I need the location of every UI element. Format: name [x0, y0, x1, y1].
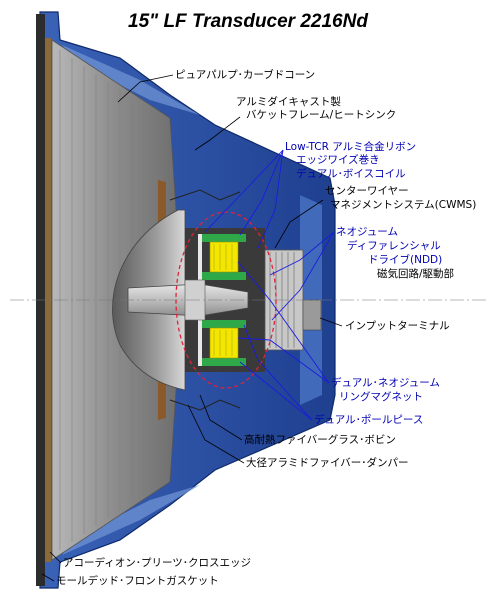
input-terminal [302, 299, 322, 331]
frame-rib-top [62, 45, 200, 115]
surround-edge [45, 38, 51, 562]
label-ndd-line1: ネオジューム [336, 226, 398, 238]
bottom-plate-upper [202, 272, 246, 280]
label-magnet-line2: リングマグネット [339, 390, 423, 403]
top-plate-lower [202, 320, 246, 328]
diagram-title: 15" LF Transducer 2216Nd [128, 11, 368, 32]
label-coil-line2: エッジワイズ巻き [296, 153, 380, 166]
leader-coil-c [257, 149, 284, 249]
magnet-stripes [213, 244, 233, 356]
leader-cone [117, 74, 174, 103]
leader-pole-a [239, 361, 313, 421]
leader-frame [194, 116, 241, 151]
voice-coil-upper [198, 234, 202, 280]
label-edge: アコーディオン･プリーツ･クロスエッジ [63, 556, 251, 569]
leader-ndd-b [271, 231, 335, 321]
label-frame-line1: アルミダイキャスト製 [236, 95, 341, 108]
label-pole: デュアル･ポールピース [314, 413, 423, 426]
damper-spider [169, 189, 241, 411]
neodymium-magnet-upper [209, 241, 239, 273]
leader-magnet-a [237, 337, 330, 384]
leader-magnet-b [237, 261, 330, 384]
label-ndd-line2: ディファレンシャル [347, 239, 441, 252]
label-frame-line2: バケットフレーム/ヒートシンク [246, 109, 396, 121]
label-ndd-line3: ドライブ(NDD) [368, 253, 442, 266]
label-cone: ピュアパルプ･カーブドコーン [175, 68, 315, 81]
leader-ndd-a [269, 231, 335, 276]
label-cwms-line2: マネジメントシステム(CWMS) [330, 199, 476, 211]
label-coil-line1: Low-TCR アルミ合金リボン [285, 140, 416, 153]
voice-coil-lower [198, 320, 202, 366]
label-gasket: モールデッド･フロントガスケット [56, 574, 219, 587]
label-terminal: インプットターミナル [345, 320, 450, 332]
leader-pole-b [243, 324, 313, 421]
frame-rib-bottom [62, 485, 200, 555]
motor-highlight-ellipse [175, 211, 277, 389]
leader-damper [187, 404, 245, 464]
top-plate-upper [202, 234, 246, 242]
label-ndd-line4: 磁気回路/駆動部 [377, 267, 454, 280]
leader-cwms [274, 199, 324, 249]
leader-terminal [319, 317, 343, 327]
neodymium-magnet-lower [209, 327, 239, 359]
leader-coil-a [204, 149, 284, 233]
leader-coil-b [239, 149, 284, 236]
bottom-plate-lower [202, 358, 246, 366]
label-cwms-line1: センターワイヤー [325, 185, 409, 197]
label-coil-line3: デュアル･ボイスコイル [296, 167, 406, 180]
label-damper: 大径アラミドファイバー･ダンパー [246, 456, 409, 469]
label-magnet-line1: デュアル･ネオジューム [331, 376, 440, 389]
leader-edge [49, 551, 62, 564]
leader-bobbin [199, 394, 243, 441]
label-bobbin: 高耐熱ファイバーグラス･ボビン [244, 433, 396, 446]
leader-gasket [41, 573, 55, 582]
